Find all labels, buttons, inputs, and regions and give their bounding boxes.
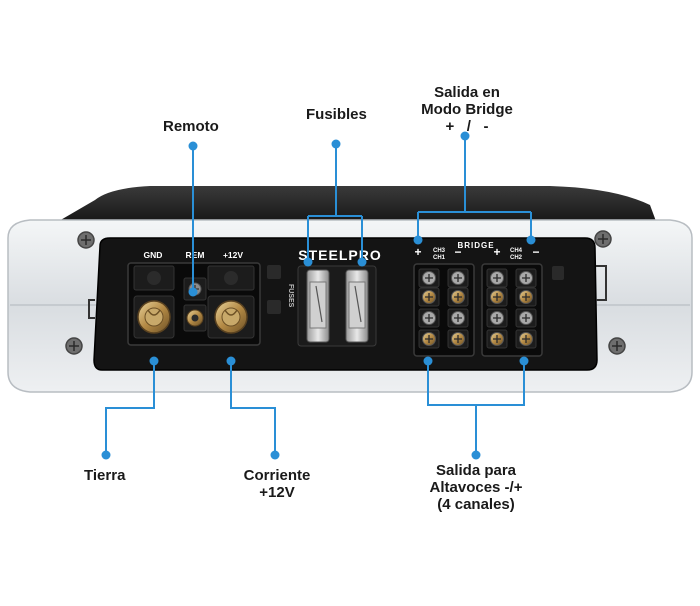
- leader-fusibles: [307, 144, 363, 262]
- screw-top-left: [77, 231, 95, 249]
- callout-fusibles: Fusibles: [306, 106, 367, 123]
- callout-altavoces: Salida para Altavoces -/+ (4 canales): [420, 462, 532, 513]
- dot-spk-right: [519, 356, 529, 366]
- label-fuses-vertical: FUSES: [287, 284, 294, 308]
- speaker-terminal-screw: [486, 268, 508, 288]
- dot-v12: [226, 356, 236, 366]
- label-ch2: CH2: [510, 255, 523, 261]
- callout-tierra: Tierra: [84, 467, 125, 484]
- dot-remoto-end: [188, 287, 198, 297]
- leader-bridge: [417, 136, 532, 240]
- screw-bottom-right: [608, 337, 626, 355]
- leader-tierra: [105, 361, 155, 455]
- callout-altavoces-line3: (4 canales): [437, 496, 515, 513]
- v12-terminal: [207, 295, 255, 339]
- callout-bridge-line3: + / -: [445, 118, 489, 135]
- callout-altavoces-line1: Salida para: [435, 462, 517, 479]
- label-gnd: GND: [144, 250, 163, 260]
- dot-fuse-left: [303, 257, 313, 267]
- leader-dots: [101, 131, 536, 460]
- label-12v: +12V: [223, 250, 243, 260]
- dot-corriente-bottom: [270, 450, 280, 460]
- speaker-terminal-screw: [447, 329, 469, 349]
- speaker-terminal-screw: [418, 287, 440, 307]
- callout-corriente-line1: Corriente: [243, 467, 311, 484]
- speaker-terminal-screw: [515, 287, 537, 307]
- leader-lines: [105, 136, 532, 455]
- speaker-terminal-screw: [486, 308, 508, 328]
- speaker-terminal-screw: [447, 308, 469, 328]
- label-plus-mid-right: +: [493, 245, 500, 259]
- speaker-terminal-screw: [447, 268, 469, 288]
- label-ch4: CH4: [510, 248, 523, 254]
- label-plus-left: +: [414, 245, 421, 259]
- leader-corriente: [230, 361, 276, 455]
- screw-top-right: [594, 230, 612, 248]
- callout-remoto: Remoto: [163, 118, 219, 135]
- gnd-terminal: [133, 295, 175, 339]
- dot-fuse-right: [357, 257, 367, 267]
- speaker-terminal-screw: [515, 329, 537, 349]
- dot-altavoces-bottom: [471, 450, 481, 460]
- speaker-terminal-screw: [515, 268, 537, 288]
- label-ch3: CH3: [433, 248, 446, 254]
- speaker-terminal-screw: [418, 268, 440, 288]
- speaker-screws: [418, 268, 537, 349]
- dot-tierra-bottom: [101, 450, 111, 460]
- label-minus-right: −: [532, 245, 539, 259]
- callout-fusibles-text: Fusibles: [306, 106, 367, 123]
- callout-corriente: Corriente +12V: [232, 467, 322, 501]
- dot-bridge-right: [526, 235, 536, 245]
- dot-bridge-top: [460, 131, 470, 141]
- label-ch1: CH1: [433, 255, 446, 261]
- rem-screw: [183, 277, 207, 332]
- fuse-left: [306, 269, 330, 343]
- speaker-terminal-screw: [486, 287, 508, 307]
- callout-remoto-text: Remoto: [163, 118, 219, 135]
- fuse-right: [345, 269, 369, 343]
- callout-corriente-line2: +12V: [259, 484, 295, 501]
- speaker-terminal-screw: [486, 329, 508, 349]
- dot-remoto-top: [188, 141, 198, 151]
- dot-spk-left: [423, 356, 433, 366]
- label-minus-mid-left: −: [454, 245, 461, 259]
- speaker-terminal-screw: [447, 287, 469, 307]
- screw-bottom-left: [65, 337, 83, 355]
- callout-bridge-line1: Salida en: [434, 84, 500, 101]
- callout-bridge-line2: Modo Bridge: [421, 101, 513, 118]
- label-rem: REM: [186, 250, 205, 260]
- speaker-terminal-screw: [418, 308, 440, 328]
- speaker-terminal-screw: [418, 329, 440, 349]
- dot-bridge-left: [413, 235, 423, 245]
- dot-gnd: [149, 356, 159, 366]
- dot-fusibles-top: [331, 139, 341, 149]
- speaker-terminal-screw: [515, 308, 537, 328]
- callout-tierra-text: Tierra: [84, 467, 126, 484]
- callout-altavoces-line2: Altavoces -/+: [429, 479, 523, 496]
- callout-bridge: Salida en Modo Bridge + / -: [418, 84, 516, 135]
- label-bridge: BRIDGE: [457, 241, 494, 250]
- leader-altavoces: [427, 361, 525, 455]
